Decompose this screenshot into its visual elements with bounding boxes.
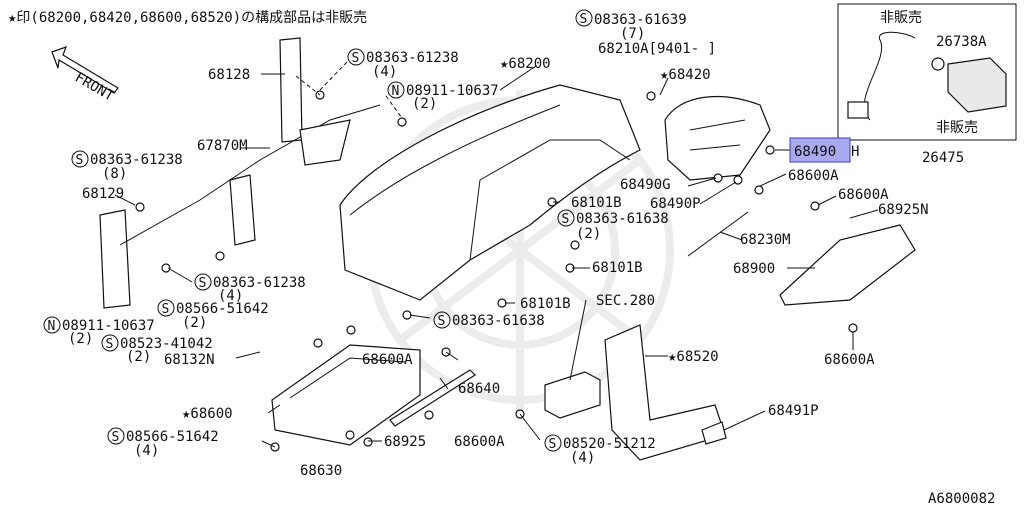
highlight-box[interactable] bbox=[789, 137, 851, 163]
inset-label-bottom: 非販売 bbox=[936, 120, 978, 136]
label-08363-61638-b[interactable]: 08363-61638 bbox=[452, 313, 545, 329]
label-68600a-c[interactable]: 68600A bbox=[824, 352, 875, 368]
label-68600a-d[interactable]: 68600A bbox=[362, 352, 413, 368]
nut-spec-icon: N bbox=[392, 84, 400, 99]
strip-68230m-drawing bbox=[687, 211, 749, 257]
label-08363-61638-a-qty: (2) bbox=[576, 226, 601, 242]
cap-68491p-drawing bbox=[701, 421, 727, 445]
label-08911-10637-a-qty: (2) bbox=[412, 96, 437, 112]
front-arrow-icon bbox=[51, 46, 119, 94]
label-68490h-suffix: H bbox=[851, 144, 859, 160]
header-note: ★印(68200,68420,68600,68520)の構成部品は非販売 bbox=[8, 10, 367, 26]
label-68630[interactable]: 68630 bbox=[300, 463, 342, 479]
screw-spec-icon: S bbox=[76, 153, 84, 168]
dashboard-panel-drawing bbox=[339, 84, 641, 301]
label-08363-61238-c-qty: (4) bbox=[218, 288, 243, 304]
inset-label-top: 非販売 bbox=[880, 10, 922, 26]
screw-spec-icon: S bbox=[199, 276, 207, 291]
label-68900[interactable]: 68900 bbox=[733, 261, 775, 277]
screw-spec-icon: S bbox=[562, 212, 570, 227]
nut-spec-icon: N bbox=[48, 319, 56, 334]
label-08520-51212-qty: (4) bbox=[570, 450, 595, 466]
label-08363-61238-b[interactable]: 08363-61238 bbox=[90, 152, 183, 168]
label-68101b-b[interactable]: 68101B bbox=[592, 260, 643, 276]
label-68520[interactable]: ★68520 bbox=[668, 349, 719, 365]
label-68101b-c[interactable]: 68101B bbox=[520, 296, 571, 312]
label-68210a[interactable]: 68210A[9401- ] bbox=[598, 41, 716, 57]
label-08520-51212[interactable]: 08520-51212 bbox=[563, 436, 656, 452]
label-08363-61238-c[interactable]: 08363-61238 bbox=[213, 275, 306, 291]
screw-spec-icon: S bbox=[580, 12, 588, 27]
label-08523-41042[interactable]: 08523-41042 bbox=[120, 336, 213, 352]
label-68230m[interactable]: 68230M bbox=[740, 232, 791, 248]
label-68640[interactable]: 68640 bbox=[458, 381, 500, 397]
sec280-drawing bbox=[544, 371, 601, 419]
label-68491p[interactable]: 68491P bbox=[768, 403, 819, 419]
steering-member-drawing bbox=[99, 37, 381, 309]
label-68600a-a[interactable]: 68600A bbox=[788, 168, 839, 184]
label-08363-61238-a[interactable]: 08363-61238 bbox=[366, 50, 459, 66]
leader-lines bbox=[114, 61, 879, 448]
meter-hood-drawing bbox=[664, 95, 771, 181]
module-icon bbox=[947, 57, 1007, 113]
label-08566-51642-b[interactable]: 08566-51642 bbox=[126, 429, 219, 445]
screw-spec-icon: S bbox=[112, 430, 120, 445]
inset-part-b: 26475 bbox=[922, 150, 964, 166]
label-08363-61238-a-qty: (4) bbox=[372, 64, 397, 80]
bracket-68640-drawing bbox=[389, 369, 476, 427]
label-68490p[interactable]: 68490P bbox=[650, 196, 701, 212]
connector-icon bbox=[847, 101, 869, 119]
label-68129[interactable]: 68129 bbox=[82, 186, 124, 202]
label-08523-41042-qty: (2) bbox=[126, 349, 151, 365]
label-68132n[interactable]: 68132N bbox=[164, 352, 215, 368]
label-68600[interactable]: ★68600 bbox=[182, 406, 233, 422]
screw-spec-icon: S bbox=[106, 337, 114, 352]
label-08363-61639[interactable]: 08363-61639 bbox=[594, 12, 687, 28]
label-sec280[interactable]: SEC.280 bbox=[596, 293, 655, 309]
label-67870m[interactable]: 67870M bbox=[197, 138, 248, 154]
glove-box-drawing bbox=[271, 344, 421, 446]
console-drawing bbox=[604, 324, 726, 461]
label-08363-61639-qty: (7) bbox=[620, 26, 645, 42]
spec-symbols: S S N S S S S N S S S S bbox=[43, 9, 593, 452]
label-08911-10637-b-qty: (2) bbox=[68, 331, 93, 347]
label-68600a-b[interactable]: 68600A bbox=[838, 187, 889, 203]
inset-box bbox=[837, 3, 1017, 141]
screw-spec-icon: S bbox=[352, 51, 360, 66]
screw-spec-icon: S bbox=[549, 437, 557, 452]
label-68101b-a[interactable]: 68101B bbox=[571, 195, 622, 211]
diagram-code: A6800082 bbox=[928, 491, 995, 507]
label-08363-61638-a[interactable]: 08363-61638 bbox=[576, 211, 669, 227]
label-68600a-e[interactable]: 68600A bbox=[454, 434, 505, 450]
label-08566-51642-a[interactable]: 08566-51642 bbox=[176, 301, 269, 317]
label-68925[interactable]: 68925 bbox=[384, 434, 426, 450]
label-68128[interactable]: 68128 bbox=[208, 67, 250, 83]
label-68925n[interactable]: 68925N bbox=[878, 202, 929, 218]
label-68420[interactable]: ★68420 bbox=[660, 67, 711, 83]
label-68490g[interactable]: 68490G bbox=[620, 177, 671, 193]
screw-spec-icon: S bbox=[162, 302, 170, 317]
label-08911-10637-a[interactable]: 08911-10637 bbox=[406, 83, 499, 99]
label-08363-61238-b-qty: (8) bbox=[102, 166, 127, 182]
undercover-drawing bbox=[779, 224, 916, 306]
label-08566-51642-a-qty: (2) bbox=[182, 315, 207, 331]
label-68490h[interactable]: 68490 bbox=[794, 144, 836, 160]
label-68200[interactable]: ★68200 bbox=[500, 56, 551, 72]
label-08911-10637-b[interactable]: 08911-10637 bbox=[62, 318, 155, 334]
screw-spec-icon: S bbox=[438, 314, 446, 329]
label-08566-51642-b-qty: (4) bbox=[134, 443, 159, 459]
inset-part-a: 26738A bbox=[936, 34, 987, 50]
